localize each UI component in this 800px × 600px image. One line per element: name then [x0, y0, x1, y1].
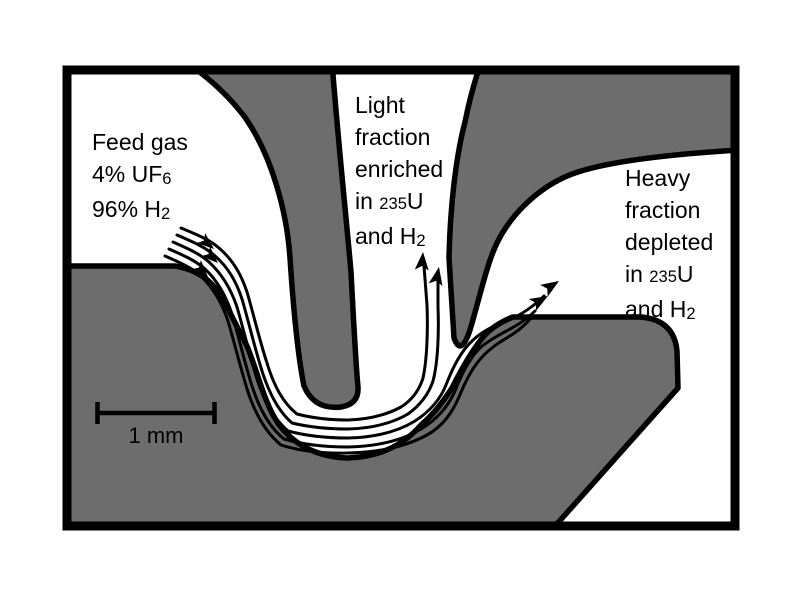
- streamline-5: [163, 254, 533, 455]
- heavy-fraction-line: and H2: [625, 296, 696, 324]
- streamline-4: [167, 247, 537, 449]
- light-fraction-line: Light: [355, 92, 405, 118]
- feed-arrow-icon: [201, 246, 218, 263]
- heavy-fraction-line: Heavy: [625, 165, 691, 191]
- light-fraction-line: fraction: [355, 124, 431, 150]
- streamline-1: [179, 226, 429, 422]
- feed-gas-line: 96% H2: [92, 196, 171, 224]
- heavy-fraction-arrow-icon: [540, 281, 559, 297]
- feed-arrow-icon: [196, 233, 214, 249]
- light-fraction-line: enriched: [355, 156, 444, 182]
- center-divider-shape: [197, 74, 361, 411]
- heavy-fraction-label: Heavy fraction depleted in 235U and H2: [625, 162, 713, 328]
- heavy-fraction-line: in 235U: [625, 261, 694, 287]
- light-fraction-line: and H2: [355, 223, 426, 251]
- heavy-fraction-line: fraction: [625, 197, 701, 223]
- scale-bar: [95, 402, 217, 424]
- light-fraction-label: Light fraction enriched in 235U and H2: [355, 89, 443, 255]
- feed-gas-line: 4% UF6: [92, 161, 172, 189]
- heavy-fraction-line: depleted: [625, 229, 714, 255]
- streamline-2: [175, 233, 440, 431]
- streamline-3: [171, 240, 546, 440]
- light-fraction-line: in 235U: [355, 188, 424, 214]
- diagram-border: [62, 65, 740, 531]
- feed-gas-label: Feed gas 4% UF6 96% H2: [92, 126, 188, 228]
- scale-bar-label: 1 mm: [128, 423, 184, 448]
- top-right-skimmer-shape: [446, 74, 731, 349]
- light-fraction-arrow-icon: [414, 252, 429, 271]
- nozzle-body-shape: [71, 263, 681, 522]
- light-fraction-arrow-icon: [428, 267, 443, 287]
- feed-arrow-icon: [191, 260, 208, 277]
- heavy-fraction-arrow-icon: [528, 296, 548, 312]
- feed-gas-line: Feed gas: [92, 129, 188, 155]
